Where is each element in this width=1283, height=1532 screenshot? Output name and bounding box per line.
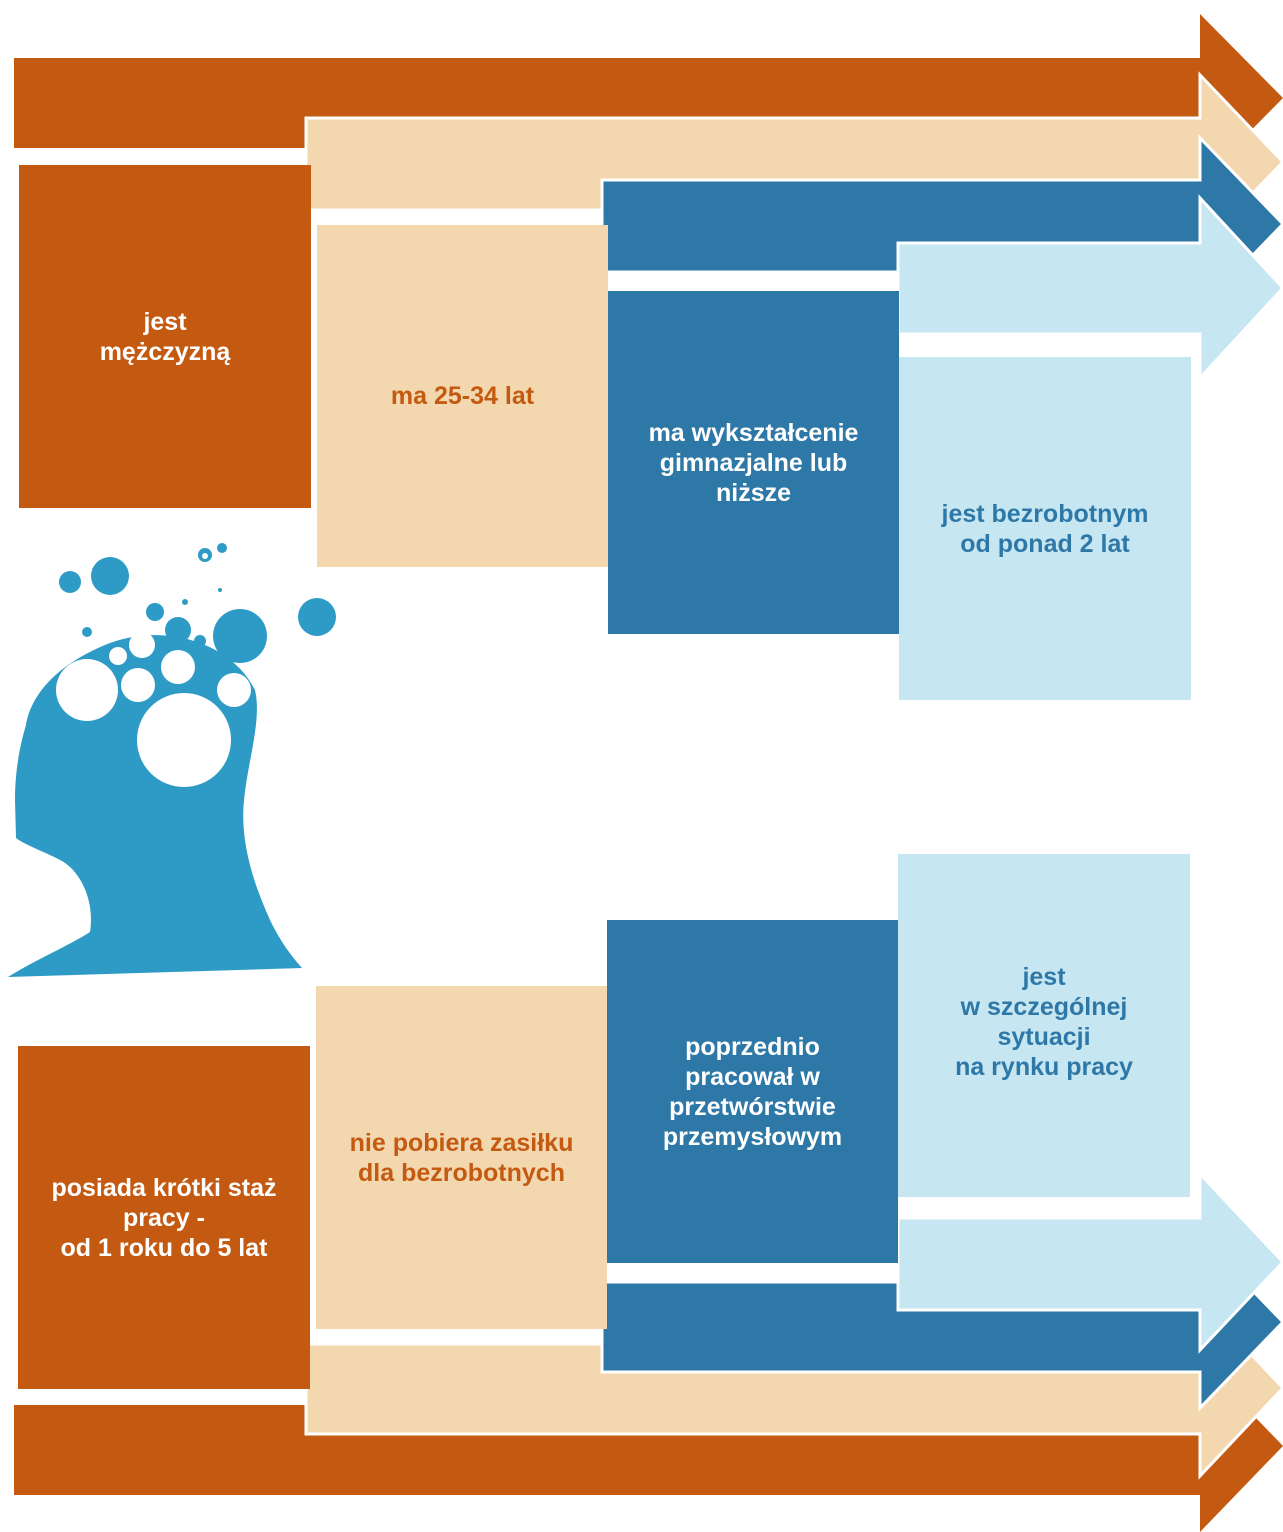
- box-special-situation-labour-market: jest w szczególnej sytuacji na rynku pra…: [898, 854, 1190, 1197]
- box-male: jest mężczyzną: [19, 165, 311, 508]
- box-unemployed-over-2-years: jest bezrobotnym od ponad 2 lat: [899, 357, 1191, 700]
- box-short-work-experience: posiada krótki staż pracy - od 1 roku do…: [18, 1046, 310, 1389]
- top-sky-arrow: [896, 194, 1283, 382]
- bottom-sky-arrow: [896, 1170, 1283, 1354]
- box-previously-manufacturing: poprzednio pracował w przetwórstwie prze…: [607, 920, 898, 1263]
- bottom-orange-arrow: [14, 1360, 1283, 1532]
- box-age-25-34: ma 25-34 lat: [317, 225, 608, 567]
- box-lower-secondary-education: ma wykształcenie gimnazjalne lub niższe: [608, 291, 899, 634]
- box-no-unemployment-benefit: nie pobiera zasiłku dla bezrobotnych: [316, 986, 607, 1329]
